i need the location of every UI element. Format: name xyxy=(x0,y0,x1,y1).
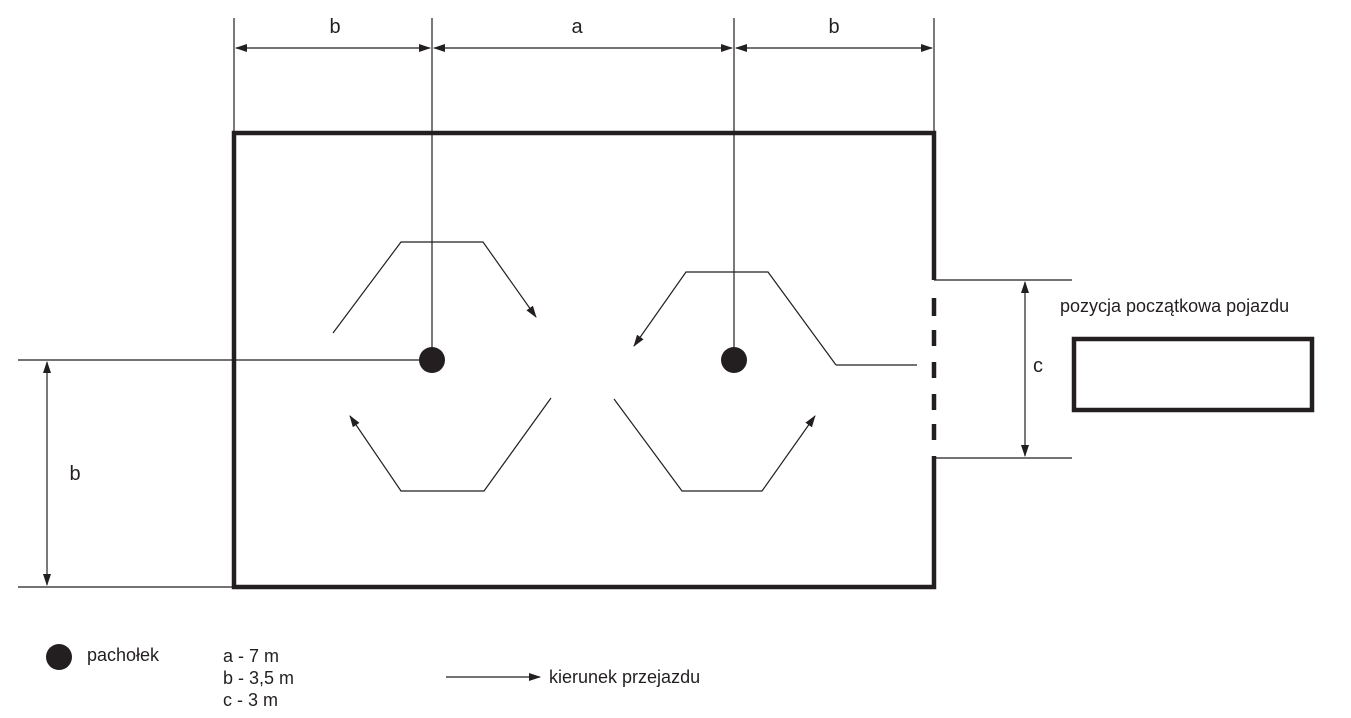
left-dimension xyxy=(18,359,420,588)
path-arrow-right-top xyxy=(633,271,837,366)
path-arrow-left-top xyxy=(332,241,537,334)
legend-cone-icon xyxy=(46,644,72,670)
dim-label-b-left: b xyxy=(329,16,340,38)
vehicle-rectangle xyxy=(1071,336,1315,413)
legend-b-value: b - 3,5 m xyxy=(223,668,294,688)
dim-label-a: a xyxy=(571,16,583,38)
legend-cone-label: pachołek xyxy=(87,645,160,665)
legend-direction-label: kierunek przejazdu xyxy=(549,667,700,687)
dim-label-b-right: b xyxy=(828,16,839,38)
path-arrow-left-bottom xyxy=(349,397,552,492)
top-extension-lines xyxy=(233,18,935,360)
cone-right xyxy=(721,347,747,373)
dim-label-c: c xyxy=(1033,355,1043,377)
dim-label-b-vertical: b xyxy=(69,463,80,485)
path-arrow-right-bottom xyxy=(613,398,816,492)
cone-left xyxy=(419,347,445,373)
driving-path xyxy=(332,241,917,492)
legend-a-value: a - 7 m xyxy=(223,646,279,666)
legend: pachołek a - 7 m b - 3,5 m c - 3 m kieru… xyxy=(46,644,700,710)
right-dimension xyxy=(934,279,1072,459)
vehicle-start-label: pozycja początkowa pojazdu xyxy=(1060,296,1289,316)
legend-c-value: c - 3 m xyxy=(223,690,278,710)
